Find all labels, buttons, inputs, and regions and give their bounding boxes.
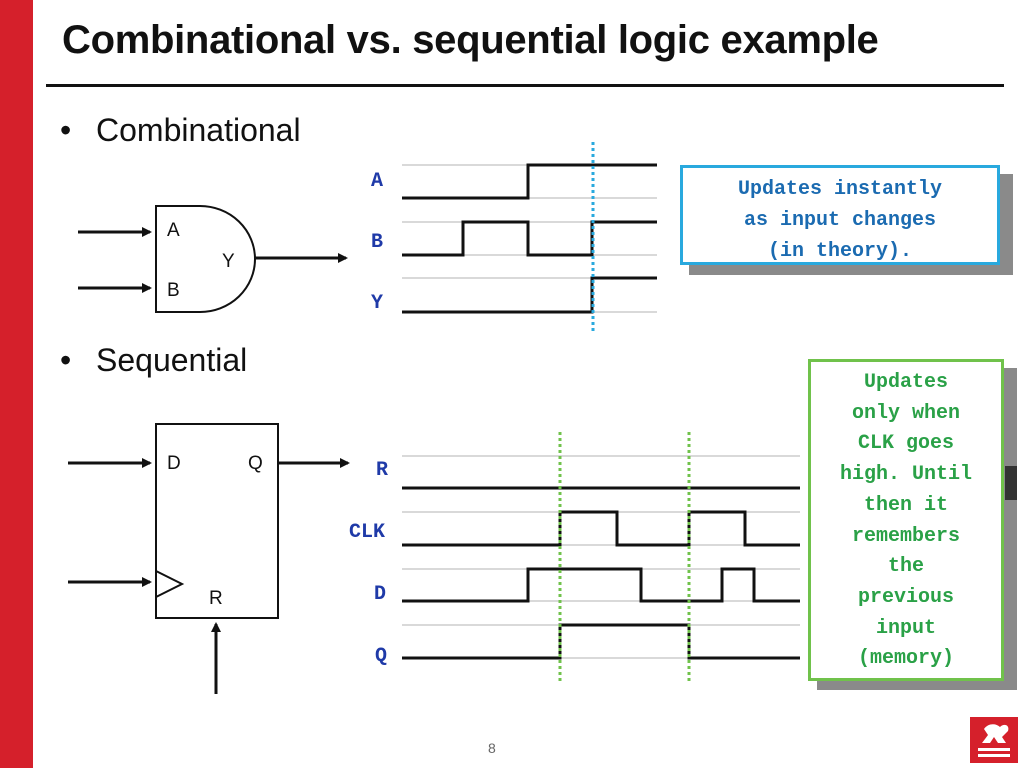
waveform-a — [402, 163, 657, 200]
slide-title: Combinational vs. sequential logic examp… — [62, 18, 879, 62]
bullet-marker: • — [60, 342, 72, 378]
university-logo — [970, 717, 1018, 763]
callout-combinational: Updates instantly as input changes (in t… — [680, 165, 1000, 265]
clock-triangle-icon — [155, 570, 185, 598]
and-gate: A B Y — [78, 205, 348, 313]
waveform-q — [402, 623, 800, 660]
combinational-timing-diagram: A B Y — [371, 142, 657, 333]
title-underline — [46, 84, 1004, 87]
signal-label-y: Y — [371, 292, 383, 315]
gate-label-y: Y — [222, 251, 235, 272]
waveform-d — [402, 567, 800, 603]
signal-label-q: Q — [375, 645, 387, 668]
bullet-combinational: • Combinational — [60, 112, 301, 149]
page-number: 8 — [488, 740, 496, 756]
callout-edge-tab — [1005, 466, 1017, 500]
bullet-sequential-label: Sequential — [96, 342, 248, 378]
ff-label-r: R — [209, 588, 223, 609]
signal-label-d: D — [374, 583, 386, 606]
signal-label-clk: CLK — [349, 521, 385, 544]
bullet-sequential: • Sequential — [60, 342, 247, 379]
bullet-marker: • — [60, 112, 72, 148]
accent-sidebar — [0, 0, 33, 768]
callout-sequential: Updates only when CLK goes high. Until t… — [808, 359, 1004, 681]
signal-label-r: R — [376, 459, 388, 482]
flip-flop-body — [155, 423, 279, 619]
waveform-clk — [402, 510, 800, 547]
ff-label-d: D — [167, 453, 181, 474]
signal-label-a: A — [371, 170, 383, 193]
signal-label-b: B — [371, 231, 383, 254]
sequential-timing-diagram: R CLK D Q — [349, 432, 800, 682]
gate-label-b: B — [167, 280, 180, 301]
gate-label-a: A — [167, 220, 180, 241]
waveform-b — [402, 220, 657, 257]
waveform-y — [402, 276, 657, 314]
d-flip-flop: D Q R — [68, 423, 350, 694]
seq-guide-lines — [402, 455, 800, 659]
and-gate-body — [155, 205, 256, 313]
ff-label-q: Q — [248, 453, 263, 474]
logo-mark-icon — [970, 717, 1018, 763]
bullet-combinational-label: Combinational — [96, 112, 301, 148]
